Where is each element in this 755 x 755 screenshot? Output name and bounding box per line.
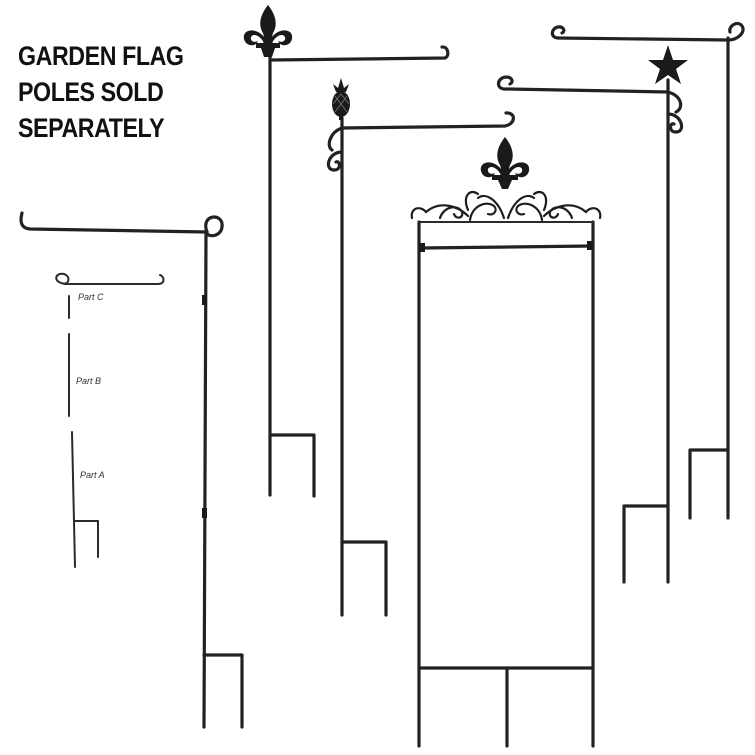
part-c-label: Part C <box>78 292 104 302</box>
star-icon <box>648 45 688 84</box>
parts-diagram: Part C Part B Part A <box>55 272 165 568</box>
fleur-de-lis-flag-pole <box>243 5 450 498</box>
headline: GARDEN FLAG POLES SOLD SEPARATELY <box>18 38 207 146</box>
pineapple-flag-pole <box>326 78 515 617</box>
scroll-frame-flag-stand <box>410 137 602 748</box>
fleur-de-lis-icon <box>243 5 293 57</box>
tall-flag-pole <box>550 21 745 520</box>
star-flag-pole <box>496 45 688 584</box>
scroll-ornament <box>410 190 602 222</box>
part-a-label: Part A <box>80 470 105 480</box>
pineapple-icon <box>332 78 350 120</box>
plain-flag-pole <box>19 211 244 729</box>
part-b-label: Part B <box>76 376 101 386</box>
fleur-de-lis-icon <box>480 137 530 189</box>
headline-line-2: POLES SOLD <box>18 77 164 107</box>
headline-line-1: GARDEN FLAG <box>18 41 184 71</box>
headline-line-3: SEPARATELY <box>18 113 165 143</box>
